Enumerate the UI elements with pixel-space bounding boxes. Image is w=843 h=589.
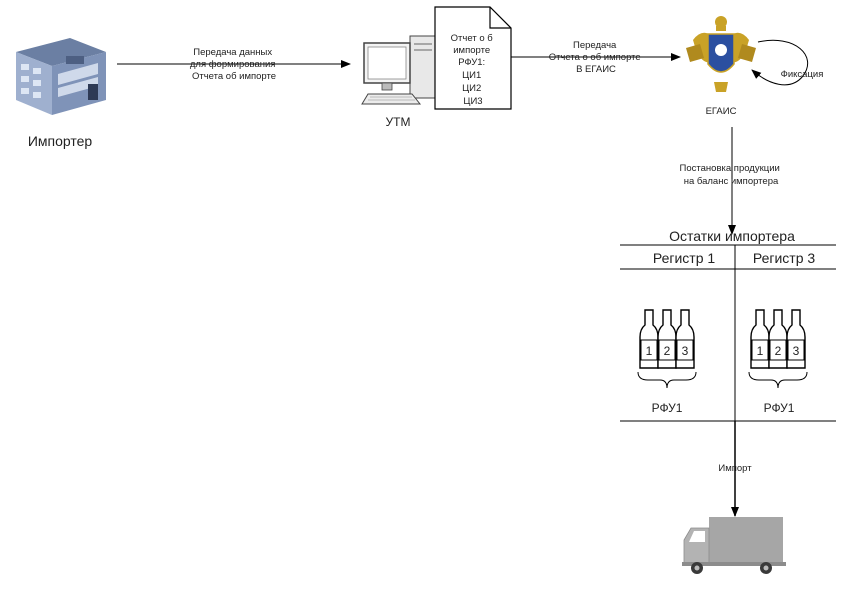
svg-text:1: 1 bbox=[646, 344, 653, 358]
computer-icon bbox=[361, 35, 437, 105]
utm-label: УТМ bbox=[386, 115, 411, 129]
svg-text:3: 3 bbox=[793, 344, 800, 358]
bottle-icon: 3 bbox=[786, 309, 806, 369]
truck-icon bbox=[682, 517, 786, 574]
fixation-loop-arrow bbox=[751, 39, 809, 86]
egais-label: ЕГАИС bbox=[706, 106, 737, 117]
document-text: Отчет о б импорте РФУ1: ЦИ1 ЦИ2 ЦИ3 bbox=[451, 33, 496, 107]
bottle-icon: 1 bbox=[750, 309, 770, 369]
import-label: Импорт bbox=[718, 463, 752, 474]
register-1-brace bbox=[637, 371, 697, 389]
register-3-name: Регистр 3 bbox=[753, 250, 816, 266]
document-icon bbox=[434, 6, 512, 110]
emblem-icon bbox=[686, 16, 756, 92]
balance-title: Остатки импортера bbox=[669, 228, 795, 244]
bottle-icon: 1 bbox=[639, 309, 659, 369]
importer-utm-label: Передача данных для формирования Отчета … bbox=[190, 47, 278, 82]
bottle-icon: 2 bbox=[768, 309, 788, 369]
svg-text:3: 3 bbox=[682, 344, 689, 358]
utm-egais-label: Передача Отчета о об импорте В ЕГАИС bbox=[549, 40, 644, 75]
register-1-group-label: РФУ1 bbox=[652, 401, 683, 415]
svg-text:1: 1 bbox=[757, 344, 764, 358]
register-3-bottles: 1 2 3 bbox=[748, 309, 808, 389]
svg-text:2: 2 bbox=[775, 344, 782, 358]
importer-label: Импортер bbox=[28, 133, 93, 149]
register-3-brace bbox=[748, 371, 808, 389]
register-3-group-label: РФУ1 bbox=[764, 401, 795, 415]
svg-text:2: 2 bbox=[664, 344, 671, 358]
bottle-icon: 3 bbox=[675, 309, 695, 369]
register-1-bottles: 1 2 3 bbox=[637, 309, 697, 389]
egais-balance-label: Постановка продукции на баланс импортера bbox=[680, 163, 783, 187]
fixation-label: Фиксация bbox=[781, 69, 824, 80]
register-1-name: Регистр 1 bbox=[653, 250, 716, 266]
bottle-icon: 2 bbox=[657, 309, 677, 369]
building-icon bbox=[16, 38, 106, 115]
